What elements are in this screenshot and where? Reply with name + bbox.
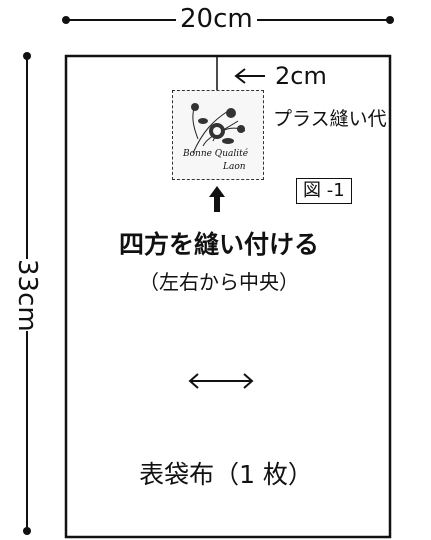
tag-text-line2: Laon: [223, 162, 246, 172]
instruction-sub: （左右から中央）: [139, 270, 299, 294]
offset-label: 2cm: [275, 62, 327, 90]
height-dimension-start-dot: [23, 52, 31, 60]
label-tag: Bonne Qualité Laon: [172, 90, 264, 180]
fabric-outline: [64, 54, 392, 539]
offset-arrow-icon: [234, 68, 265, 84]
tag-text-line1: Bonne Qualité: [183, 149, 249, 159]
instruction-main: 四方を縫い付ける: [118, 230, 319, 259]
seam-allowance-note: プラス縫い代: [273, 108, 387, 130]
up-arrow-icon: [209, 186, 225, 212]
fabric-label: 表袋布（1 枚）: [139, 460, 313, 489]
double-arrow-icon: [188, 373, 254, 389]
height-label: 33cm: [12, 259, 42, 332]
width-dimension-start-dot: [62, 16, 70, 24]
figure-label: 図 -1: [296, 178, 352, 204]
width-label: 20cm: [176, 6, 257, 32]
width-dimension-end-dot: [386, 16, 394, 24]
height-dimension-end-dot: [23, 527, 31, 535]
flower-illustration: [191, 103, 246, 154]
